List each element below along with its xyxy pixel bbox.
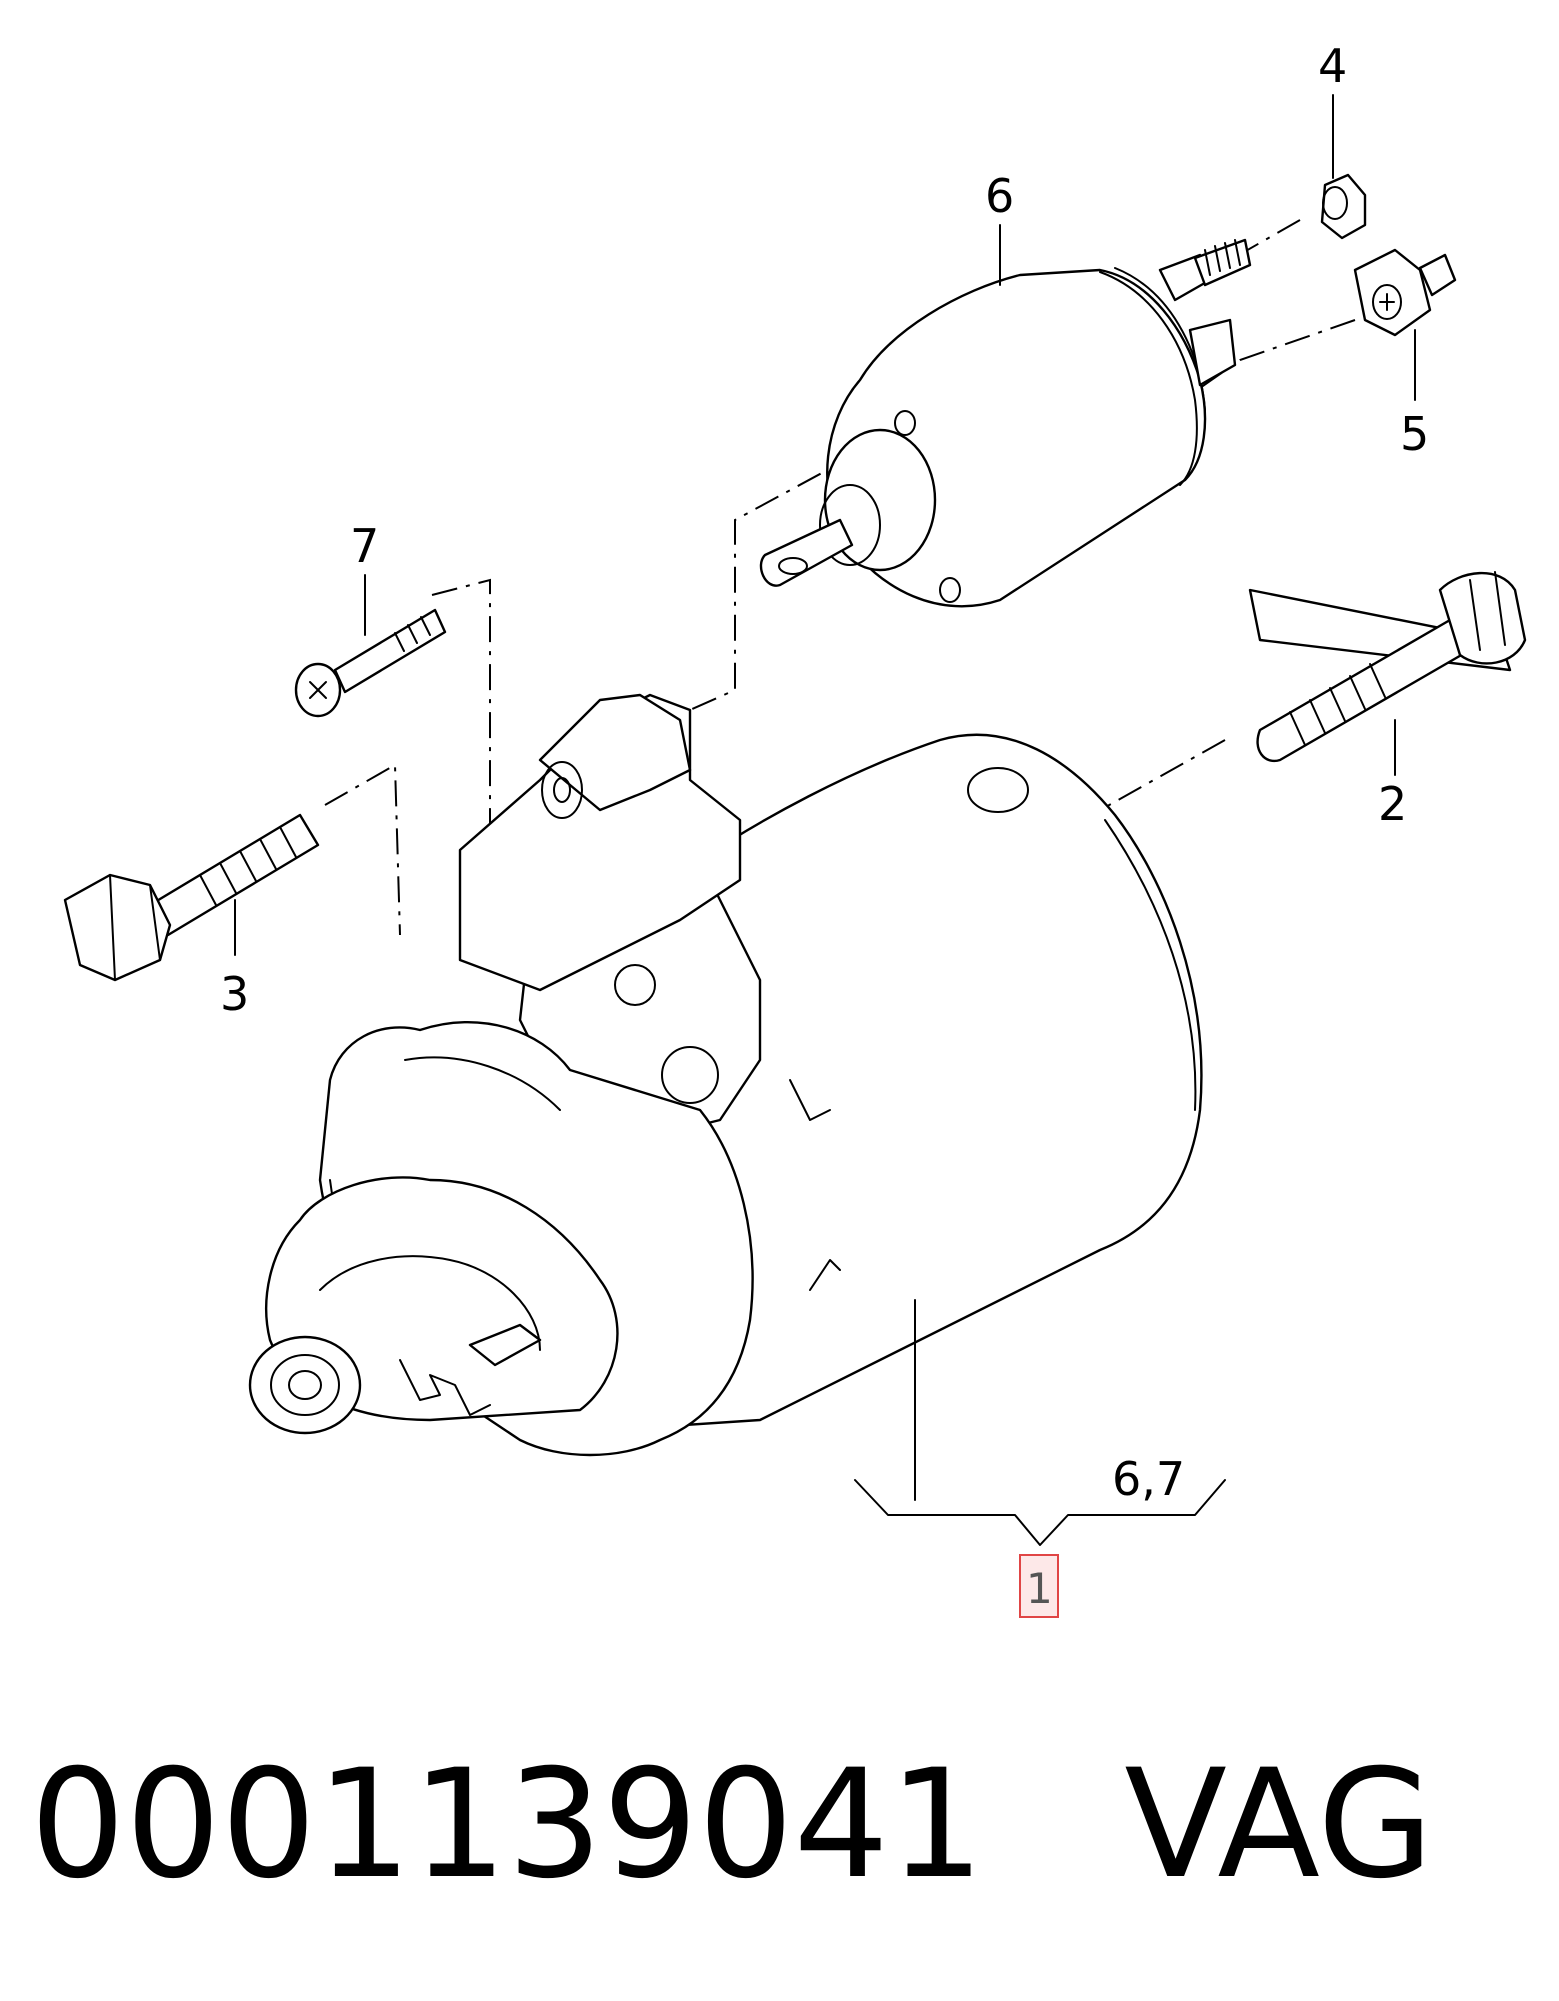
part-caption: 0001139041 VAG xyxy=(30,1740,1434,1910)
callout-6: 6 xyxy=(985,169,1014,223)
callout-6-7: 6,7 xyxy=(1112,1452,1185,1506)
callout-7: 7 xyxy=(350,519,379,573)
callout-4: 4 xyxy=(1318,39,1347,93)
bolt-part-3 xyxy=(63,813,320,982)
callout-5: 5 xyxy=(1400,407,1429,461)
part-number: 0001139041 xyxy=(30,1738,985,1912)
reference-bracket xyxy=(854,1479,1226,1546)
starter-motor-exploded-diagram: 4 6 5 7 2 3 6,7 1 xyxy=(63,39,1527,1618)
callout-1: 1 xyxy=(1026,1564,1053,1613)
reference-1-highlight[interactable]: 1 xyxy=(1019,1554,1059,1618)
brand-name: VAG xyxy=(1124,1738,1434,1912)
nut-part-4 xyxy=(1320,173,1367,240)
callout-2: 2 xyxy=(1378,777,1407,831)
callout-3: 3 xyxy=(220,967,249,1021)
leader-lines xyxy=(234,94,1416,1501)
long-bolt-part-2 xyxy=(1248,571,1527,763)
starter-motor-body xyxy=(248,693,1203,1457)
solenoid-part-6 xyxy=(759,238,1252,608)
screw-part-7 xyxy=(294,608,447,718)
terminal-part-5 xyxy=(1353,248,1457,337)
